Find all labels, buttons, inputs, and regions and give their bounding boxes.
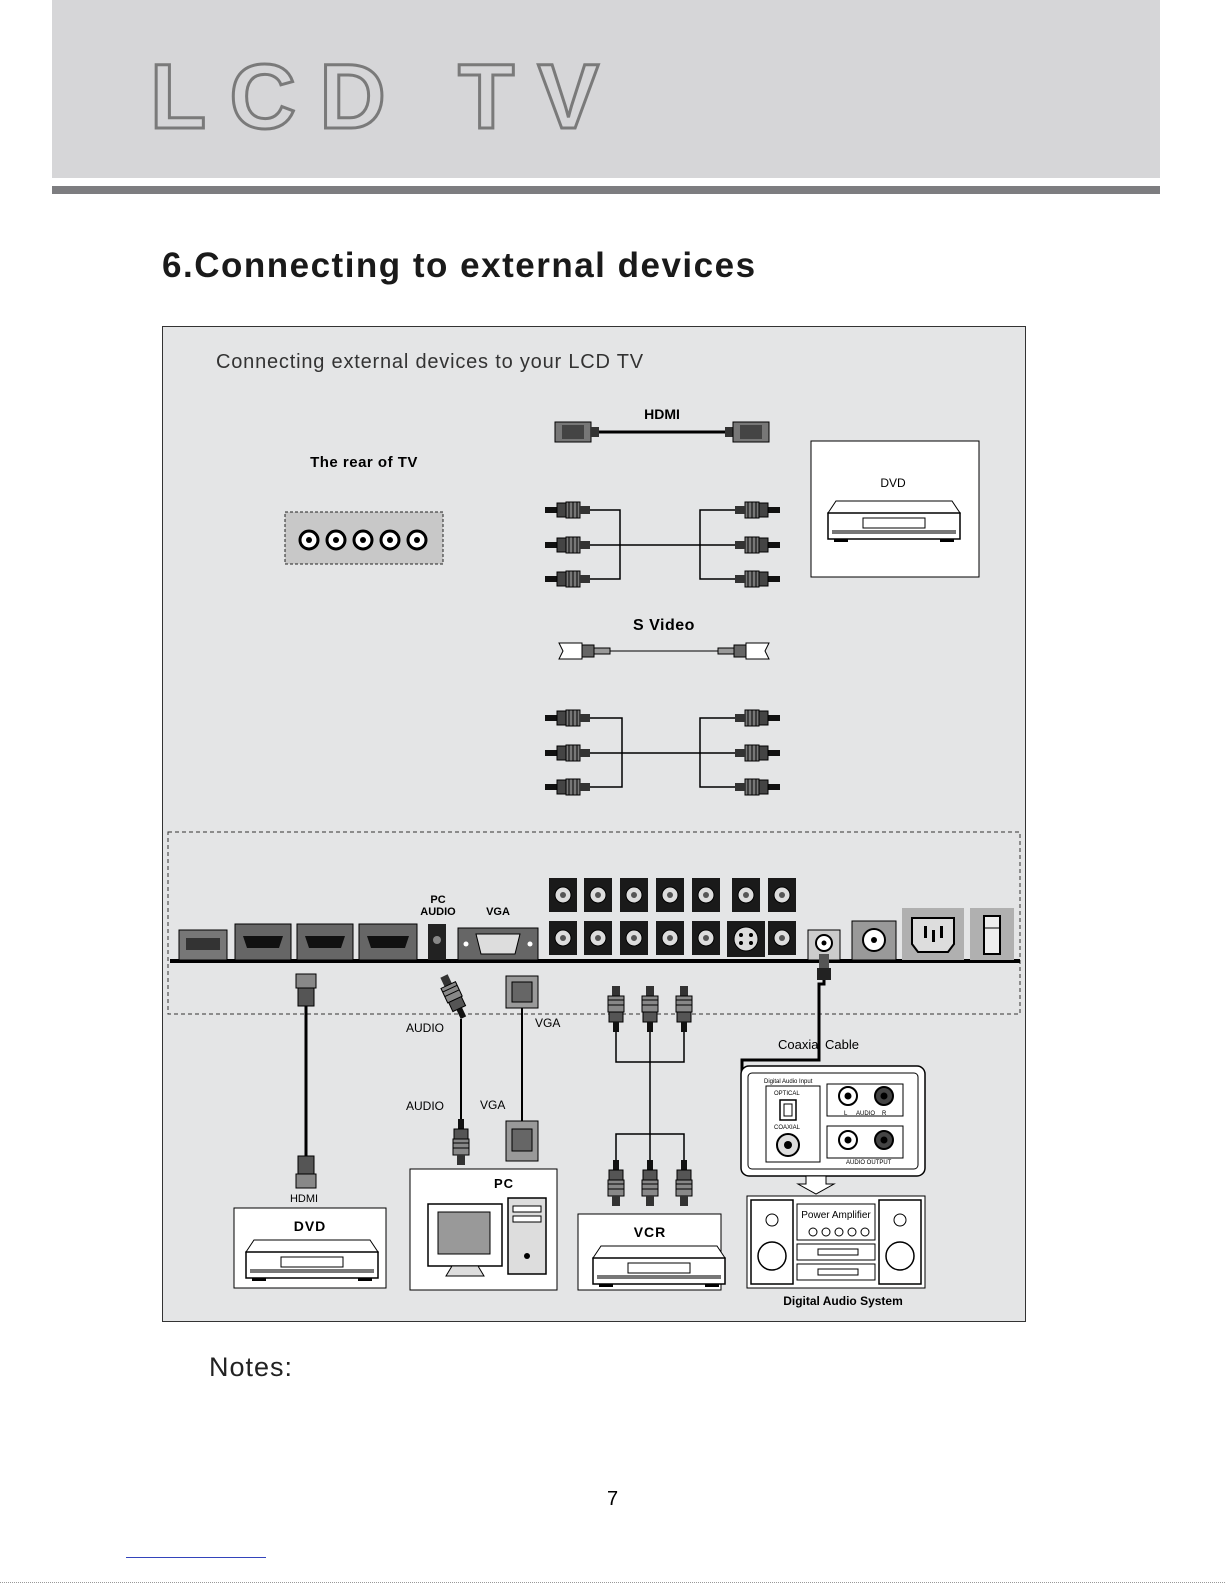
notes-label: Notes:: [209, 1352, 293, 1383]
digital-audio-system: Power Amplifier: [747, 1196, 925, 1288]
dvd-player-bottom: [246, 1240, 378, 1281]
audio-output-label: AUDIO OUTPUT: [846, 1160, 892, 1166]
lcd-tv-logo: LCD TV: [150, 52, 620, 136]
dvd-bottom-label: DVD: [294, 1218, 327, 1234]
power-amplifier-label: Power Amplifier: [801, 1210, 871, 1221]
diagram-subtitle: Connecting external devices to your LCD …: [216, 351, 644, 373]
digital-audio-input-label: Digital Audio Input: [764, 1079, 813, 1085]
section-title: 6.Connecting to external devices: [162, 246, 757, 286]
rear-panel-jacks: [285, 512, 443, 564]
page-number: 7: [0, 1488, 1225, 1511]
coaxial-cable-label: Coaxial Cable: [778, 1037, 859, 1052]
vcr-player: [593, 1246, 725, 1287]
hdmi-small-label: HDMI: [290, 1193, 318, 1205]
optical-label: OPTICAL: [774, 1091, 800, 1097]
coaxial-port-label: COAXIAL: [774, 1125, 801, 1131]
pc-audio-label-2: AUDIO: [420, 906, 456, 918]
vga-label-1: VGA: [535, 1016, 560, 1030]
audio-r-label: R: [882, 1111, 887, 1117]
digital-audio-panel: Digital Audio Input OPTICAL COAXIAL L AU…: [741, 1066, 925, 1176]
audio-label-2: AUDIO: [406, 1099, 444, 1113]
bottom-dotted-rule: [0, 1582, 1225, 1583]
vga-port-label: VGA: [486, 906, 510, 918]
vga-label-2: VGA: [480, 1098, 505, 1112]
vcr-label: VCR: [634, 1224, 667, 1240]
connection-diagram: Connecting external devices to your LCD …: [162, 326, 1026, 1322]
audio-label-1: AUDIO: [406, 1021, 444, 1035]
dvd-top-label: DVD: [880, 476, 906, 490]
logo-text: LCD TV: [150, 52, 605, 136]
rear-of-tv-label: The rear of TV: [310, 454, 418, 471]
footer-rule: [126, 1557, 266, 1558]
digital-audio-system-label: Digital Audio System: [783, 1294, 903, 1308]
dvd-player-top: [828, 501, 960, 542]
pc-label: PC: [494, 1176, 514, 1191]
pc-illustration: [428, 1198, 546, 1276]
audio-word-label: AUDIO: [856, 1111, 875, 1117]
hdmi-cable-label: HDMI: [644, 406, 680, 422]
header-rule: [52, 186, 1160, 194]
svideo-label: S Video: [633, 617, 695, 634]
pc-audio-label-1: PC: [430, 894, 445, 906]
